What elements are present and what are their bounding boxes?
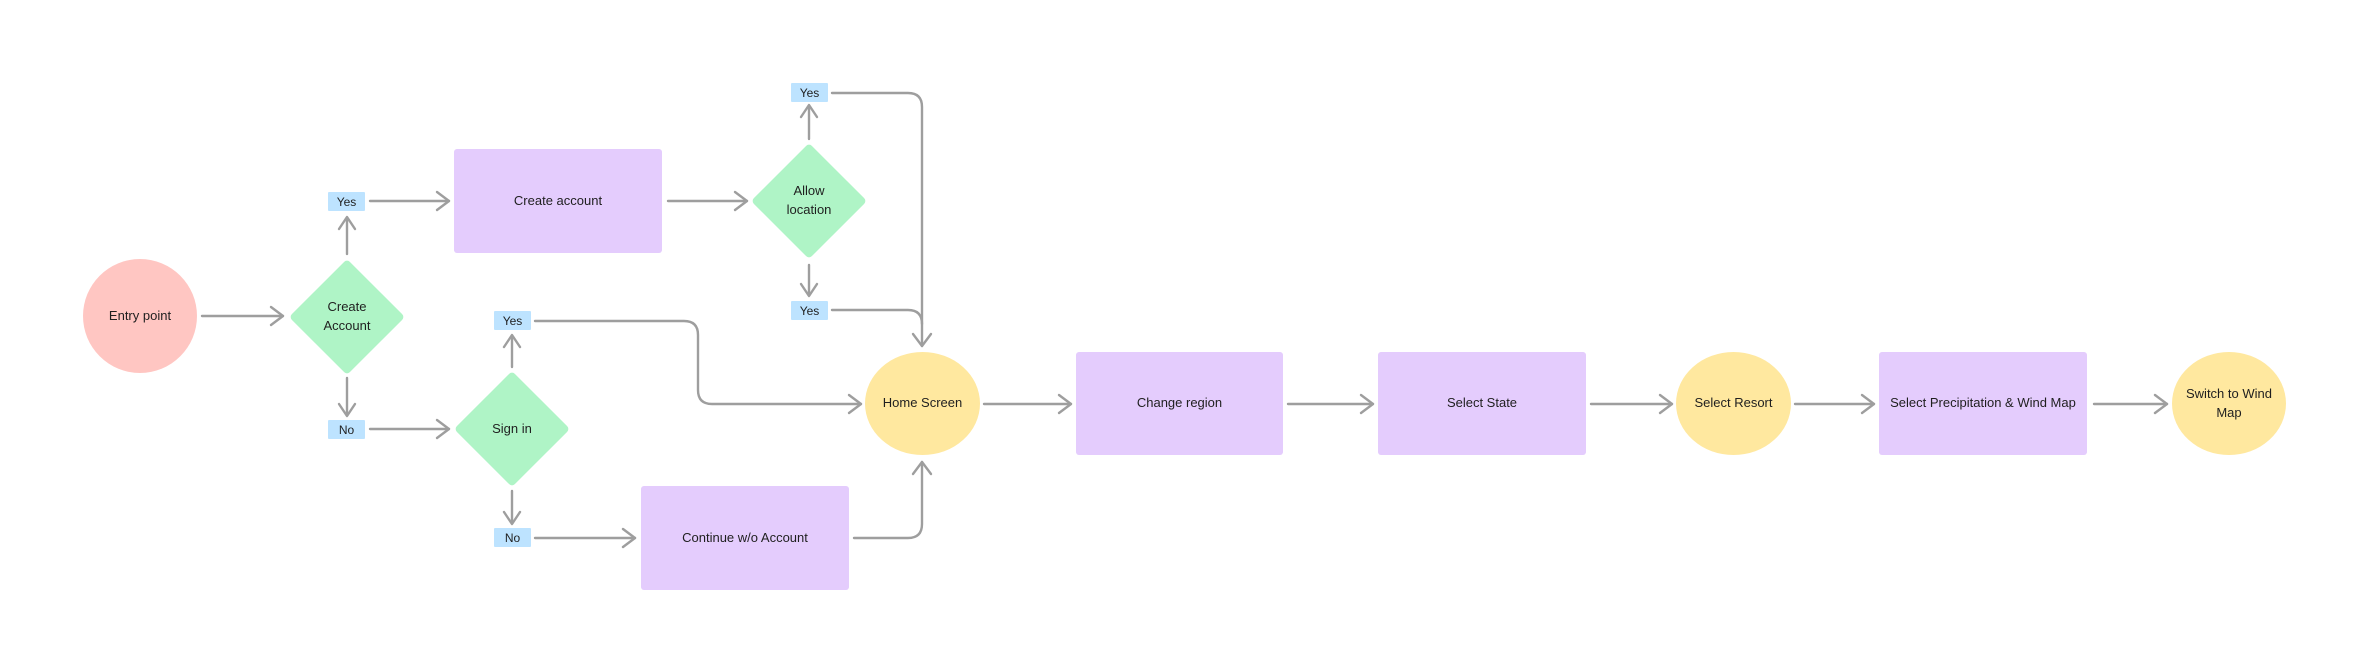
entry-point-node[interactable]: Entry point [83, 259, 197, 373]
create-account-no-label: No [328, 420, 365, 439]
home-screen-node[interactable]: Home Screen [865, 352, 980, 455]
create-account-decision-label: Create Account [323, 299, 371, 333]
sign-in-label: Sign in [492, 420, 532, 436]
connector-sign-in-to-no [502, 489, 522, 526]
connector-decision-to-no [337, 376, 357, 418]
select-resort-node[interactable]: Select Resort [1676, 352, 1791, 455]
home-screen-label: Home Screen [882, 395, 963, 411]
connector-sign-in-to-yes [502, 333, 522, 369]
sign-in-yes-label: Yes [494, 311, 531, 330]
sign-in-no-label: No [494, 528, 531, 547]
connector-top-yes-to-home-screen [830, 91, 933, 348]
continue-without-account-label: Continue w/o Account [682, 529, 808, 545]
allow-location-top-yes-label: Yes [791, 83, 828, 102]
change-region-label: Change region [1136, 395, 1223, 411]
connector-create-account-to-allow-location [666, 190, 749, 212]
create-account-yes-label: Yes [328, 192, 365, 211]
allow-location-decision[interactable]: Allow location [748, 140, 870, 262]
change-region-node[interactable]: Change region [1076, 352, 1283, 455]
connector-entry-to-create-account-decision [200, 305, 285, 327]
select-precipitation-wind-map-node[interactable]: Select Precipitation & Wind Map [1879, 352, 2087, 455]
select-state-label: Select State [1446, 395, 1518, 411]
continue-without-account-node[interactable]: Continue w/o Account [641, 486, 849, 590]
connector-yes-to-create-account [368, 190, 451, 212]
connector-allow-location-to-bottom-yes [799, 263, 819, 298]
sign-in-decision[interactable]: Sign in [451, 368, 573, 490]
create-account-node[interactable]: Create account [454, 149, 662, 253]
connector-decision-to-yes [337, 215, 357, 256]
connector-sign-in-yes-to-home-screen [533, 319, 863, 415]
connector-allow-location-to-top-yes [799, 103, 819, 141]
connector-select-resort-to-precipitation [1793, 393, 1876, 415]
select-state-node[interactable]: Select State [1378, 352, 1586, 455]
switch-to-wind-map-label: Switch to Wind Map [2186, 386, 2272, 420]
select-resort-label: Select Resort [1694, 395, 1773, 411]
connector-no-to-sign-in [368, 418, 451, 440]
connector-precipitation-to-switch-wind-map [2092, 393, 2169, 415]
allow-location-label: Allow location [786, 183, 832, 217]
allow-location-bottom-yes-label: Yes [791, 301, 828, 320]
switch-to-wind-map-node[interactable]: Switch to Wind Map [2172, 352, 2286, 455]
connector-bottom-yes-to-home-screen [830, 308, 924, 326]
create-account-label: Create account [513, 192, 603, 208]
connector-home-to-change-region [982, 393, 1073, 415]
connector-select-state-to-select-resort [1589, 393, 1674, 415]
select-precipitation-wind-map-label: Select Precipitation & Wind Map [1890, 395, 2076, 411]
entry-point-label: Entry point [108, 307, 172, 323]
connector-change-region-to-select-state [1286, 393, 1375, 415]
connector-no-to-continue [533, 527, 637, 549]
create-account-decision[interactable]: Create Account [286, 256, 408, 378]
connector-continue-to-home-screen [852, 460, 933, 540]
